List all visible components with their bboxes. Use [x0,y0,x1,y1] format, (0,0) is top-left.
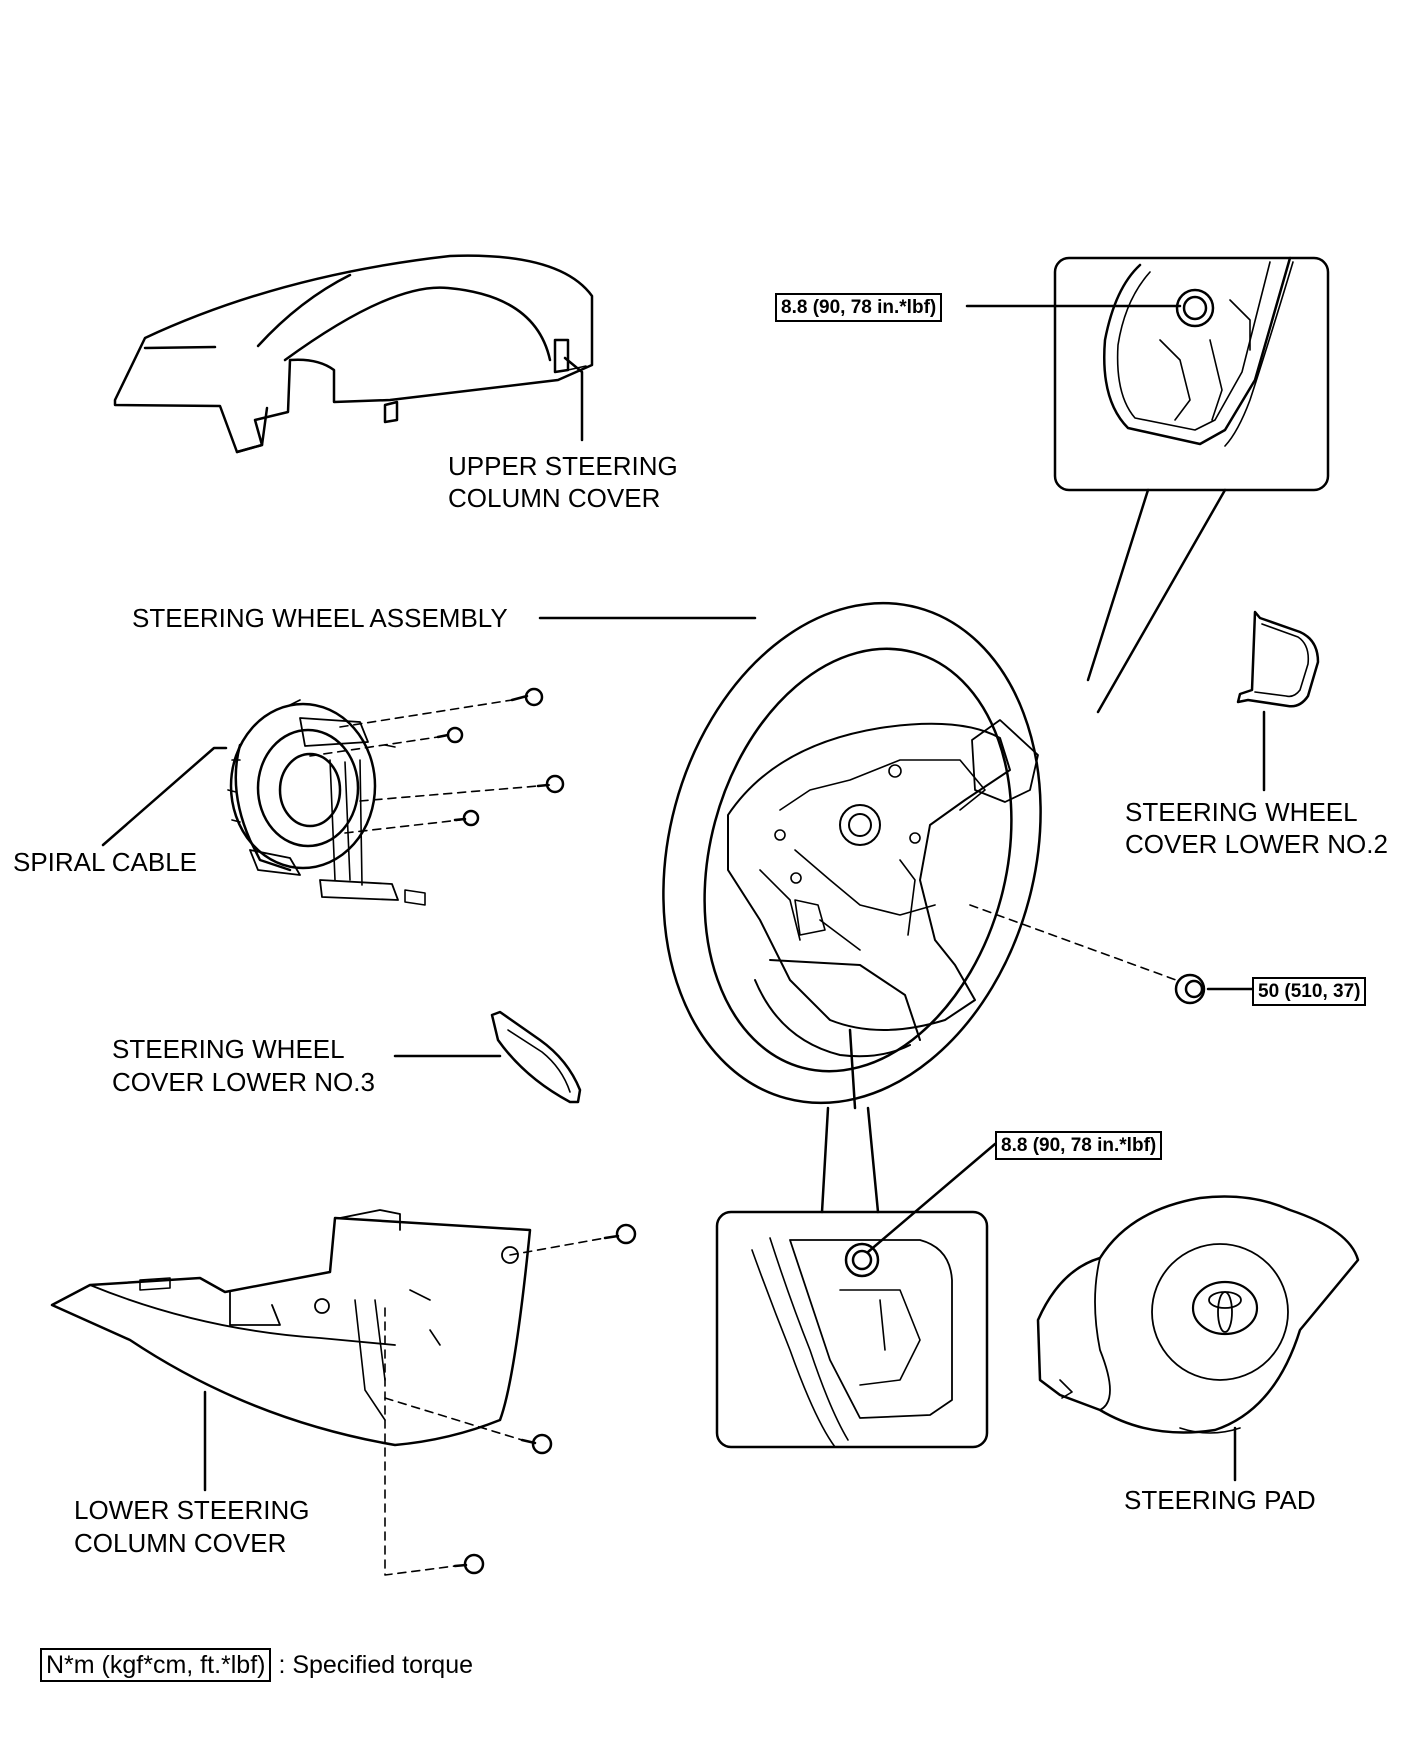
lower-column-cover [50,1209,532,1447]
steering-pad [1036,1195,1360,1434]
spiral-cable-screws [309,687,565,834]
screw [453,1553,485,1575]
label-steering-wheel-assembly: STEERING WHEEL ASSEMBLY [132,603,508,633]
label-cover-lower-no3-line2: COVER LOWER NO.3 [112,1067,375,1097]
label-upper-column-cover-line1: UPPER STEERING [448,451,678,481]
leader-upper-cover [563,356,584,442]
torque-legend: N*m (kgf*cm, ft.*lbf) : Specified torque [40,1648,474,1682]
lower-detail-inset [715,1210,989,1449]
leader-spiral-cable [101,746,228,847]
torque-lower-screw: 8.8 (90, 78 in.*lbf) [995,1131,1163,1160]
callout-lower [820,1106,880,1214]
spiral-cable [227,699,426,906]
screw [520,1433,553,1455]
screw [453,809,480,827]
callout-upper [1086,488,1227,714]
lower-cover-screws [384,1223,637,1576]
label-upper-column-cover-line2: COLUMN COVER [448,483,661,513]
leader-lower-torque [866,1142,997,1254]
nut [1174,973,1206,1005]
torque-nut: 50 (510, 37) [1252,977,1367,1006]
steering-wheel [662,601,1042,1110]
label-cover-lower-no2-line1: STEERING WHEEL [1125,797,1358,827]
screw [603,1223,637,1245]
upper-detail-inset [1053,256,1330,492]
label-lower-column-cover-line1: LOWER STEERING [74,1495,310,1525]
torque-upper-screw: 8.8 (90, 78 in.*lbf) [775,293,943,322]
label-spiral-cable: SPIRAL CABLE [13,847,198,877]
upper-column-cover [113,254,594,454]
label-steering-pad: STEERING PAD [1124,1485,1316,1515]
guide-nut [969,904,1177,981]
cover-lower-no3 [490,1010,582,1104]
legend-description: : Specified torque [278,1651,474,1679]
label-cover-lower-no3-line1: STEERING WHEEL [112,1034,345,1064]
screw [436,726,464,744]
label-lower-column-cover-line2: COLUMN COVER [74,1528,287,1558]
cover-lower-no2 [1236,610,1320,708]
screw [536,774,565,794]
legend-unit-box: N*m (kgf*cm, ft.*lbf) [40,1648,272,1682]
screw [510,687,544,707]
label-cover-lower-no2-line2: COVER LOWER NO.2 [1125,829,1388,859]
